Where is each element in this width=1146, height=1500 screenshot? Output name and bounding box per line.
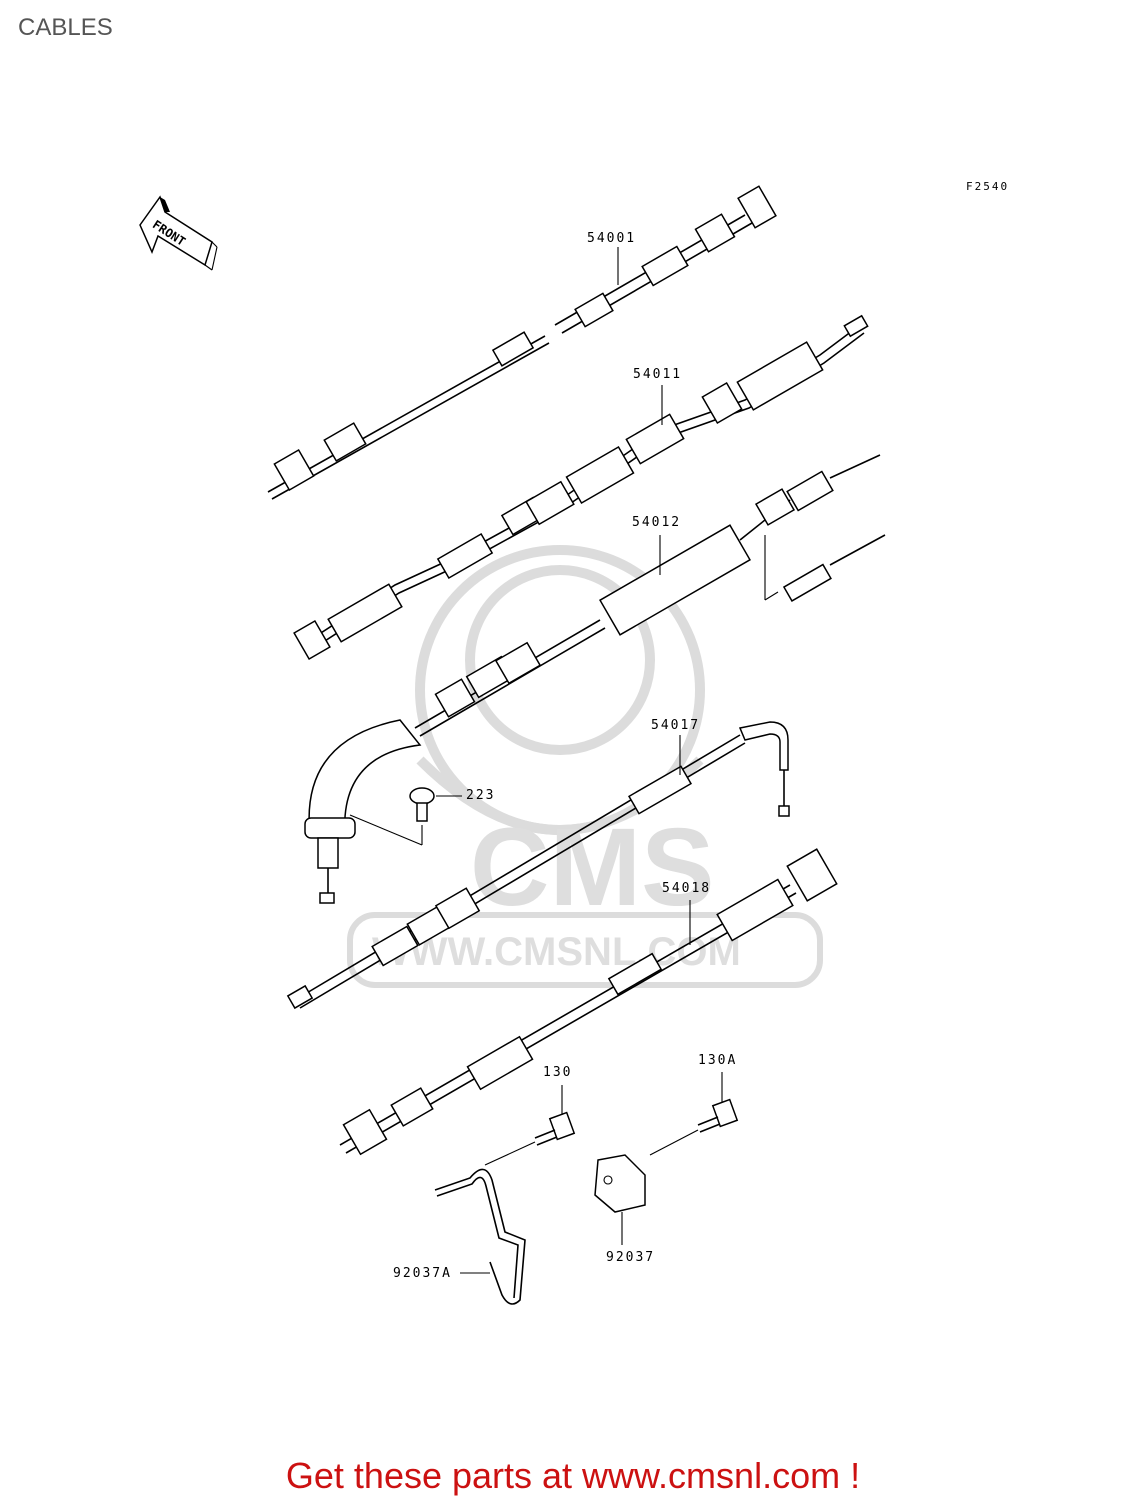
figure-code: F2540 [966,180,1010,193]
callout-54011: 54011 [633,367,683,382]
cable-54012 [304,454,886,904]
callout-92037: 92037 [606,1250,656,1265]
cable-54001 [267,185,777,500]
callout-130: 130 [543,1065,573,1080]
callout-54017: 54017 [651,718,701,733]
callout-54001: 54001 [587,231,637,246]
footer-link[interactable]: Get these parts at www.cmsnl.com ! [285,1455,861,1496]
callout-54012: 54012 [632,515,682,530]
callout-92037A: 92037A [393,1266,452,1281]
clamp-92037 [594,1154,646,1245]
guide-92037A [434,1168,526,1305]
screw-223 [349,787,462,846]
front-arrow-icon: FRONT [139,195,218,271]
cable-54011 [293,314,869,661]
bolt-130 [484,1085,576,1166]
watermark-brand: CMS [470,806,714,929]
callout-54018: 54018 [662,881,712,896]
callout-130A: 130A [698,1053,738,1068]
cable-54017 [286,721,790,1010]
cable-54018 [339,848,838,1156]
callout-223: 223 [466,788,496,803]
page-title: CABLES [18,14,113,41]
bolt-130A [649,1072,739,1156]
